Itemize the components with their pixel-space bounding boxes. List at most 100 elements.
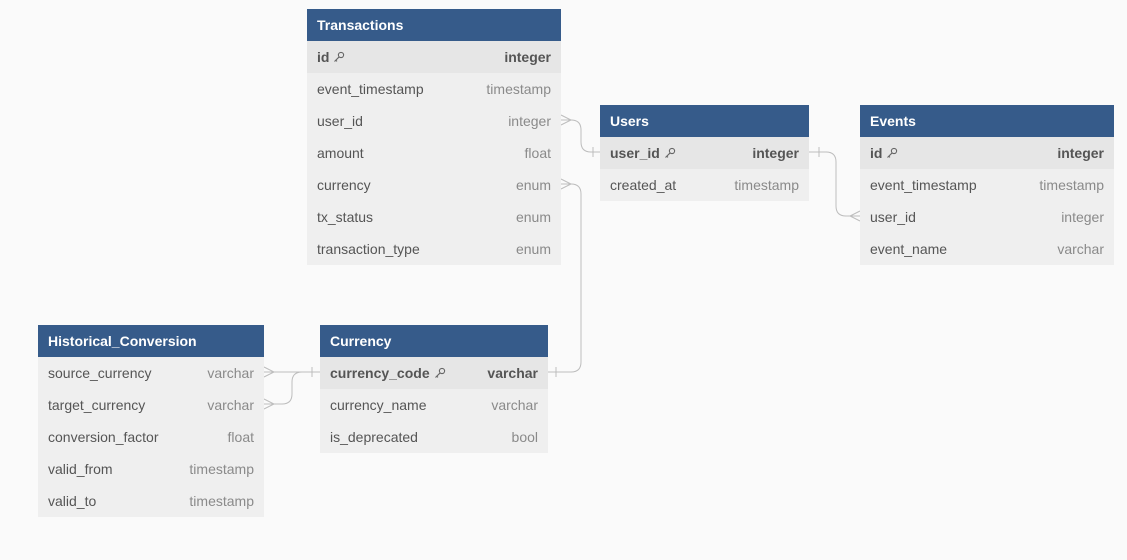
field-type: enum bbox=[515, 209, 551, 225]
field-row[interactable]: event_timestamp timestamp bbox=[307, 73, 561, 105]
field-name: target_currency bbox=[48, 397, 145, 413]
field-name: currency_name bbox=[330, 397, 427, 413]
field-row[interactable]: conversion_factor float bbox=[38, 421, 264, 453]
field-name-text: user_id bbox=[870, 209, 916, 225]
field-type: integer bbox=[1061, 209, 1104, 225]
field-row[interactable]: id integer bbox=[307, 41, 561, 73]
field-type: integer bbox=[752, 145, 799, 161]
field-name: is_deprecated bbox=[330, 429, 418, 445]
field-name-text: currency_name bbox=[330, 397, 427, 413]
field-name-text: currency_code bbox=[330, 365, 430, 381]
field-row[interactable]: transaction_type enum bbox=[307, 233, 561, 265]
field-row[interactable]: event_name varchar bbox=[860, 233, 1114, 265]
field-name-text: valid_from bbox=[48, 461, 113, 477]
field-type: enum bbox=[515, 241, 551, 257]
field-type: integer bbox=[1057, 145, 1104, 161]
field-name: valid_from bbox=[48, 461, 113, 477]
field-type: integer bbox=[508, 113, 551, 129]
field-type: timestamp bbox=[486, 81, 551, 97]
field-type: timestamp bbox=[189, 461, 254, 477]
table-header[interactable]: Users bbox=[600, 105, 809, 137]
field-name-text: target_currency bbox=[48, 397, 146, 413]
table-events[interactable]: Events id integer event_timestamp timestamp… bbox=[860, 105, 1114, 265]
field-type: timestamp bbox=[734, 177, 799, 193]
field-row[interactable]: created_at timestamp bbox=[600, 169, 809, 201]
field-type: enum bbox=[515, 177, 551, 193]
crowfoot-hc-source bbox=[263, 366, 276, 378]
field-name: user_id bbox=[870, 209, 916, 225]
field-type: timestamp bbox=[189, 493, 254, 509]
field-name: currency bbox=[317, 177, 371, 193]
field-name: conversion_factor bbox=[48, 429, 159, 445]
field-name-text: id bbox=[870, 145, 883, 161]
field-row[interactable]: valid_to timestamp bbox=[38, 485, 264, 517]
field-name-text: event_name bbox=[870, 241, 948, 257]
field-name: valid_to bbox=[48, 493, 96, 509]
field-name-text: event_timestamp bbox=[317, 81, 424, 97]
field-name-text: conversion_factor bbox=[48, 429, 159, 445]
table-users[interactable]: Users user_id integer created_at timestamp bbox=[600, 105, 809, 201]
field-type: float bbox=[524, 145, 551, 161]
field-name: transaction_type bbox=[317, 241, 420, 257]
key-icon bbox=[664, 147, 675, 158]
field-name: event_name bbox=[870, 241, 947, 257]
field-name-text: tx_status bbox=[317, 209, 374, 225]
table-header[interactable]: Events bbox=[860, 105, 1114, 137]
table-header[interactable]: Transactions bbox=[307, 9, 561, 41]
field-row[interactable]: id integer bbox=[860, 137, 1114, 169]
link-transactions-users bbox=[561, 119, 600, 153]
field-row[interactable]: user_id integer bbox=[860, 201, 1114, 233]
field-name: id bbox=[870, 145, 898, 161]
field-row[interactable]: valid_from timestamp bbox=[38, 453, 264, 485]
field-row[interactable]: tx_status enum bbox=[307, 201, 561, 233]
field-row[interactable]: currency_name varchar bbox=[320, 389, 548, 421]
link-users-events bbox=[809, 151, 860, 217]
field-row[interactable]: user_id integer bbox=[600, 137, 809, 169]
field-name: source_currency bbox=[48, 365, 152, 381]
field-name-text: currency bbox=[317, 177, 371, 193]
key-icon bbox=[887, 147, 898, 158]
key-icon bbox=[434, 367, 445, 378]
field-name-text: user_id bbox=[317, 113, 363, 129]
field-row[interactable]: user_id integer bbox=[307, 105, 561, 137]
field-type: integer bbox=[504, 49, 551, 65]
field-row[interactable]: target_currency varchar bbox=[38, 389, 264, 421]
field-name-text: created_at bbox=[610, 177, 677, 193]
crowfoot-transactions-user_id bbox=[560, 114, 573, 126]
field-name: id bbox=[317, 49, 345, 65]
field-row[interactable]: amount float bbox=[307, 137, 561, 169]
table-header[interactable]: Historical_Conversion bbox=[38, 325, 264, 357]
field-type: varchar bbox=[487, 365, 538, 381]
field-name-text: source_currency bbox=[48, 365, 152, 381]
table-header[interactable]: Currency bbox=[320, 325, 548, 357]
field-type: varchar bbox=[207, 397, 254, 413]
link-hc-target-currency bbox=[264, 371, 320, 405]
table-transactions[interactable]: Transactions id integer event_timestamp tim… bbox=[307, 9, 561, 265]
field-name: event_timestamp bbox=[317, 81, 424, 97]
crowfoot-hc-target bbox=[263, 398, 276, 410]
field-name-text: transaction_type bbox=[317, 241, 420, 257]
field-name-text: valid_to bbox=[48, 493, 97, 509]
field-name: user_id bbox=[610, 145, 676, 161]
field-type: varchar bbox=[1057, 241, 1104, 257]
field-name: created_at bbox=[610, 177, 676, 193]
field-name: user_id bbox=[317, 113, 363, 129]
field-name-text: id bbox=[317, 49, 330, 65]
field-type: float bbox=[227, 429, 254, 445]
field-row[interactable]: event_timestamp timestamp bbox=[860, 169, 1114, 201]
field-name-text: user_id bbox=[610, 145, 660, 161]
field-name: event_timestamp bbox=[870, 177, 977, 193]
field-row[interactable]: currency enum bbox=[307, 169, 561, 201]
field-name-text: event_timestamp bbox=[870, 177, 977, 193]
field-type: timestamp bbox=[1039, 177, 1104, 193]
field-name: currency_code bbox=[330, 365, 446, 381]
field-row[interactable]: currency_code varchar bbox=[320, 357, 548, 389]
field-name-text: amount bbox=[317, 145, 364, 161]
field-type: varchar bbox=[491, 397, 538, 413]
key-icon bbox=[334, 51, 345, 62]
